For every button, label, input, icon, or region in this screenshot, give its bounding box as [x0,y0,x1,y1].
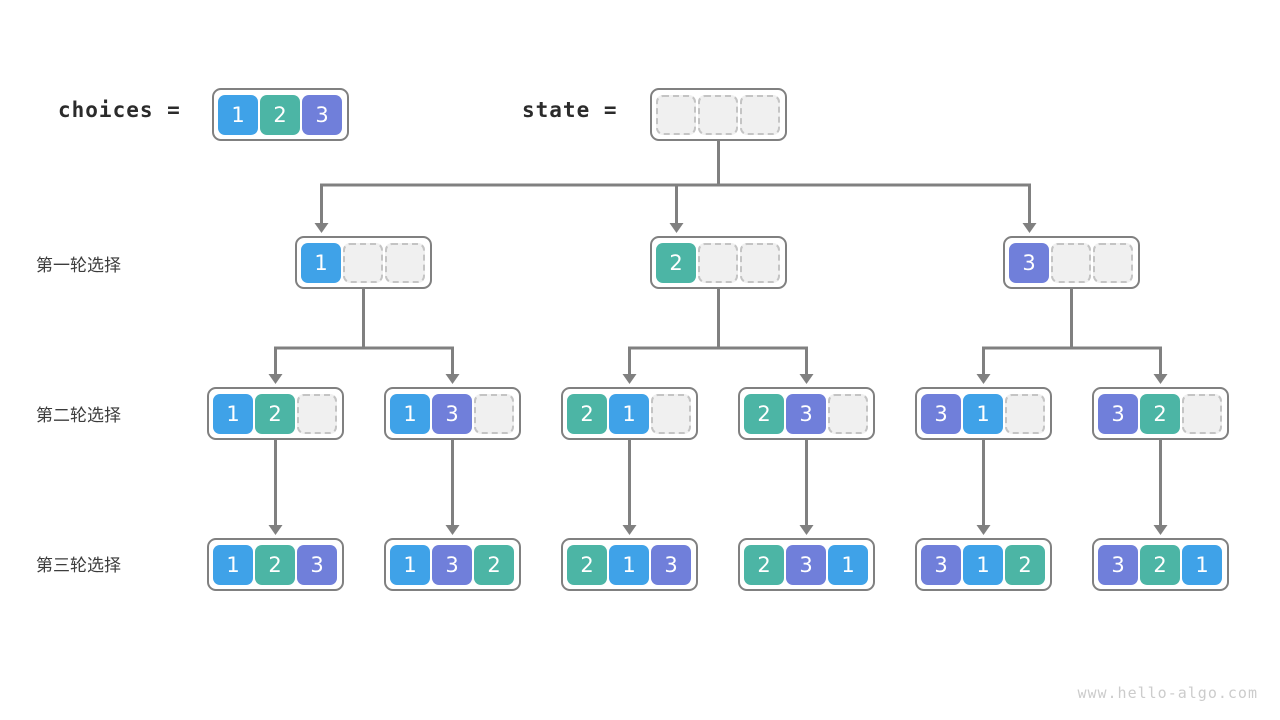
array-cell-value: 1 [963,393,1003,434]
array-cell-value: 1 [390,544,430,585]
array-cell-value: 3 [921,393,961,434]
array-cell-value: 1 [301,242,341,283]
array-cell-value: 3 [297,544,337,585]
array-cell-value: 1 [828,544,868,585]
array-cell-empty [698,94,738,135]
array-cell-value: 1 [1182,544,1222,585]
array-cell-value: 2 [255,393,295,434]
array-cell-value: 1 [213,544,253,585]
array-cell-value: 3 [921,544,961,585]
array-cell-empty [651,393,691,434]
array-cell-value: 2 [1140,544,1180,585]
array-cell-value: 3 [1098,393,1138,434]
array-cell-empty [1005,393,1045,434]
array-cell-value: 3 [1098,544,1138,585]
array-cell-value: 3 [432,544,472,585]
row-label-round3: 第三轮选择 [36,556,121,576]
array-cell-value: 2 [567,393,607,434]
array-cell-empty [343,242,383,283]
choices-label: choices = [58,98,181,122]
array-cell-value: 2 [260,94,300,135]
array-cell-value: 3 [651,544,691,585]
array-cell-value: 1 [963,544,1003,585]
array-cell-value: 1 [390,393,430,434]
array-cell-empty [828,393,868,434]
array-cell-empty [698,242,738,283]
array-cell-value: 3 [786,544,826,585]
array-cell-empty [1093,242,1133,283]
array-cell-empty [1182,393,1222,434]
row-label-round1: 第一轮选择 [36,256,121,276]
array-cell-value: 1 [213,393,253,434]
array-cell-value: 2 [744,544,784,585]
array-cell-empty [385,242,425,283]
state-array [650,88,787,141]
array-cell-value: 2 [255,544,295,585]
array-cell-value: 2 [1140,393,1180,434]
array-cell-value: 2 [474,544,514,585]
array-cell-empty [740,94,780,135]
array-cell-empty [740,242,780,283]
row-label-round2: 第二轮选择 [36,406,121,426]
array-cell-value: 3 [432,393,472,434]
array-cell-value: 1 [218,94,258,135]
round1-node-3: 3 [1003,236,1140,289]
array-cell-empty [297,393,337,434]
array-cell-value: 3 [302,94,342,135]
round1-node-1: 1 [295,236,432,289]
array-cell-value: 1 [609,393,649,434]
array-cell-empty [656,94,696,135]
state-label: state = [522,98,618,122]
array-cell-empty [474,393,514,434]
watermark: www.hello-algo.com [1077,684,1258,702]
array-cell-value: 1 [609,544,649,585]
round1-node-2: 2 [650,236,787,289]
array-cell-empty [1051,242,1091,283]
array-cell-value: 2 [656,242,696,283]
array-cell-value: 3 [786,393,826,434]
array-cell-value: 2 [567,544,607,585]
array-cell-value: 3 [1009,242,1049,283]
array-cell-value: 2 [744,393,784,434]
array-cell-value: 2 [1005,544,1045,585]
